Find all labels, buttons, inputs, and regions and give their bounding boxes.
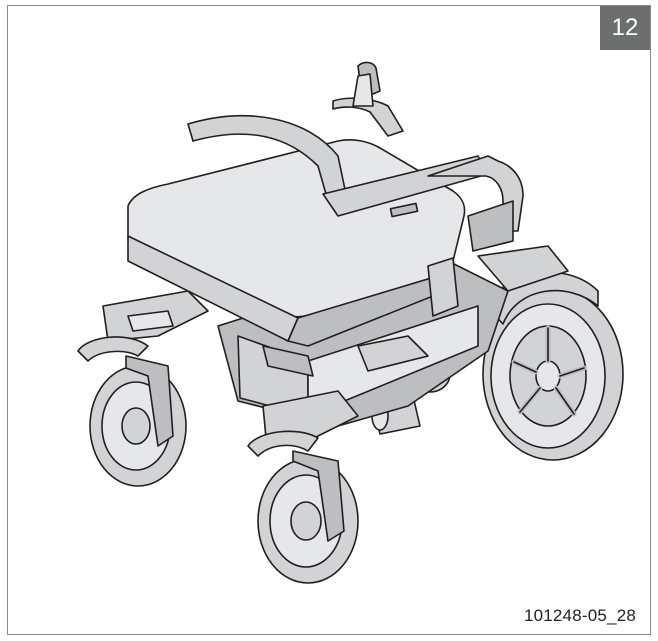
figure-number: 12 <box>611 14 639 41</box>
power-wheelchair-base-icon <box>77 61 624 584</box>
figure-frame: 12 <box>7 5 651 635</box>
front-left-caster <box>89 355 187 487</box>
figure-number-badge: 12 <box>600 6 650 50</box>
front-right-caster <box>257 450 359 584</box>
figure-reference-code: 101248-05_28 <box>523 606 636 625</box>
rear-right-wheel <box>482 287 624 461</box>
seat-frame <box>187 61 524 317</box>
